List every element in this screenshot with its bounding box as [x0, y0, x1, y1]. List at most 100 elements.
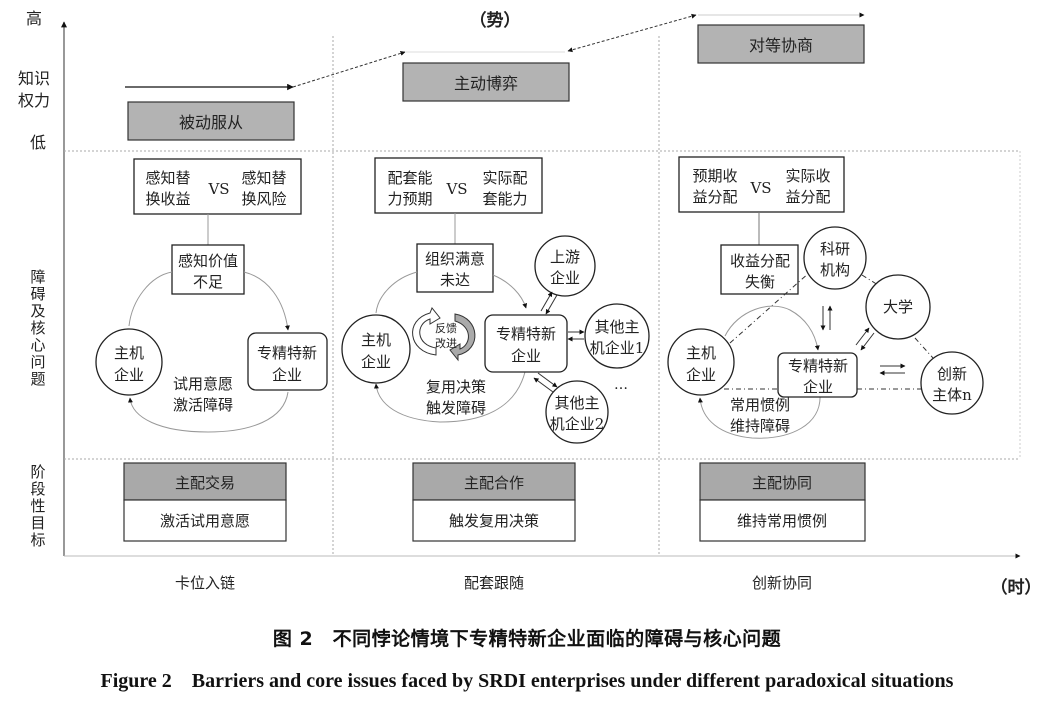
- feedback-line1: 反馈: [435, 322, 457, 335]
- partner-host1-line2: 机企业1: [590, 339, 645, 357]
- stage-2-name: 配套跟随: [464, 574, 524, 592]
- link-university-a: [855, 327, 870, 346]
- power-box-3-label: 对等协商: [749, 36, 813, 55]
- partner-node-university: [865, 274, 931, 340]
- power-box-2: [402, 62, 570, 102]
- partner-node-innovator: [920, 351, 984, 415]
- feedback-arrow-right: [449, 313, 476, 362]
- srdi-node-1: [247, 332, 328, 391]
- partners-ellipsis: …: [614, 377, 628, 393]
- srdi-1-line2: 企业: [272, 366, 302, 384]
- stage-1-name: 卡位入链: [175, 574, 235, 592]
- feedback-arrow-left: [412, 307, 441, 356]
- row-label-char: 及: [30, 302, 45, 320]
- host-node-3: [667, 328, 735, 396]
- cycle-1-line1: 试用意愿: [173, 375, 233, 393]
- paradox-2-right-1: 实际配: [482, 169, 527, 187]
- paradox-2-left-1: 配套能: [387, 169, 432, 187]
- row-label-char: 标: [30, 531, 45, 549]
- barrier-3-line1: 收益分配: [730, 252, 790, 270]
- host-3-line2: 企业: [686, 366, 716, 384]
- feedback-line2: 改进: [435, 336, 457, 350]
- network-research-univ: [861, 274, 879, 286]
- link-upstream-a: [540, 291, 553, 312]
- host-1-line1: 主机: [114, 344, 144, 362]
- cycle-arc-3-top: [724, 305, 820, 351]
- y-high-label: 高: [26, 9, 42, 28]
- host-node-1: [95, 328, 163, 396]
- cycle-arc-1-bottom: [127, 391, 289, 433]
- host-2-line2: 企业: [361, 353, 391, 371]
- partner-innovator-line1: 创新: [937, 365, 967, 383]
- host-3-line1: 主机: [686, 344, 716, 362]
- cycle-2-line2: 触发障碍: [426, 399, 486, 417]
- power-arrow-2: [292, 50, 406, 88]
- barrier-box-2: [416, 243, 494, 293]
- goal-3-header: 主配协同: [752, 474, 812, 492]
- goal-1-body: 激活试用意愿: [160, 512, 250, 530]
- row-label-char: 阶: [30, 463, 45, 481]
- figure-caption-en: Figure 2 Barriers and core issues faced …: [100, 670, 954, 692]
- link-university-b: [860, 332, 875, 351]
- figure-caption-cn: 图 2 不同悖论情境下专精特新企业面临的障碍与核心问题: [272, 628, 782, 650]
- y-low-label: 低: [30, 133, 46, 152]
- paradox-2-right-2: 套能力: [482, 190, 527, 208]
- link-host2-b: [533, 377, 554, 393]
- row-label-char: 段: [30, 480, 45, 498]
- row-label-char: 核: [30, 319, 45, 337]
- row-label-char: 题: [30, 370, 45, 388]
- paradox-1-left-2: 换收益: [145, 190, 190, 208]
- partner-upstream-line1: 上游: [550, 248, 580, 266]
- barrier-2-line1: 组织满意: [425, 250, 485, 268]
- cycle-arc-3-bottom: [697, 393, 821, 439]
- partner-node-host2: [545, 380, 609, 444]
- srdi-node-3: [777, 352, 858, 398]
- barrier-1-line2: 不足: [193, 273, 223, 291]
- paradox-box-2: [374, 157, 543, 214]
- row-label-char: 心: [30, 336, 45, 354]
- stage-3-name: 创新协同: [752, 574, 812, 592]
- paradox-1-vs: VS: [207, 180, 229, 198]
- paradox-3-right-2: 益分配: [785, 188, 830, 206]
- cycle-arc-2-top-right: [492, 274, 528, 309]
- host-node-2: [341, 314, 411, 384]
- partner-node-upstream: [534, 235, 596, 297]
- partner-host2-line1: 其他主: [554, 394, 599, 412]
- partner-innovator-line2: 主体n: [932, 386, 972, 404]
- link-host2-a: [537, 372, 558, 388]
- row-label-char: 问: [30, 353, 45, 371]
- barrier-1-line1: 感知价值: [178, 252, 238, 270]
- cycle-1-line2: 激活障碍: [173, 396, 233, 414]
- srdi-node-2: [484, 314, 568, 373]
- power-box-2-label: 主动博弈: [454, 74, 518, 93]
- barrier-2-line2: 未达: [440, 271, 470, 289]
- power-box-1: [127, 101, 295, 141]
- goal-card-1: 主配交易 激活试用意愿: [123, 462, 287, 542]
- cycle-3-line1: 常用惯例: [730, 396, 790, 414]
- host-1-line2: 企业: [114, 366, 144, 384]
- cycle-arc-2-bottom: [373, 371, 526, 423]
- power-arrow-4: [567, 13, 697, 53]
- cycle-3-line2: 维持障碍: [730, 417, 790, 435]
- paradox-2-left-2: 力预期: [387, 190, 432, 208]
- goal-card-2: 主配合作 触发复用决策: [412, 462, 576, 542]
- srdi-1-line1: 专精特新: [257, 344, 317, 362]
- srdi-3-line1: 专精特新: [788, 357, 848, 375]
- barrier-3-line2: 失衡: [745, 273, 775, 291]
- paradox-3-left-1: 预期收: [692, 167, 737, 185]
- row-label-char: 碍: [30, 285, 45, 303]
- network-univ-innov: [914, 337, 934, 359]
- stage-1-barriers: 感知替 换收益 VS 感知替 换风险 感知价值 不足 主机 企业 专精特新 企业…: [95, 158, 328, 433]
- stage-3-barriers: 预期收 益分配 VS 实际收 益分配 收益分配 失衡 主机 企业 专精特新 企业…: [667, 156, 984, 439]
- row-label-char: 障: [30, 268, 45, 286]
- srdi-2-line2: 企业: [511, 347, 541, 365]
- paradox-3-left-2: 益分配: [692, 188, 737, 206]
- cycle-arc-1-top-right: [243, 271, 290, 331]
- row-label-char: 性: [30, 497, 45, 515]
- partner-host1-line1: 其他主: [594, 318, 639, 336]
- paradox-3-right-1: 实际收: [785, 167, 830, 185]
- cycle-arc-2-top-left: [375, 271, 418, 314]
